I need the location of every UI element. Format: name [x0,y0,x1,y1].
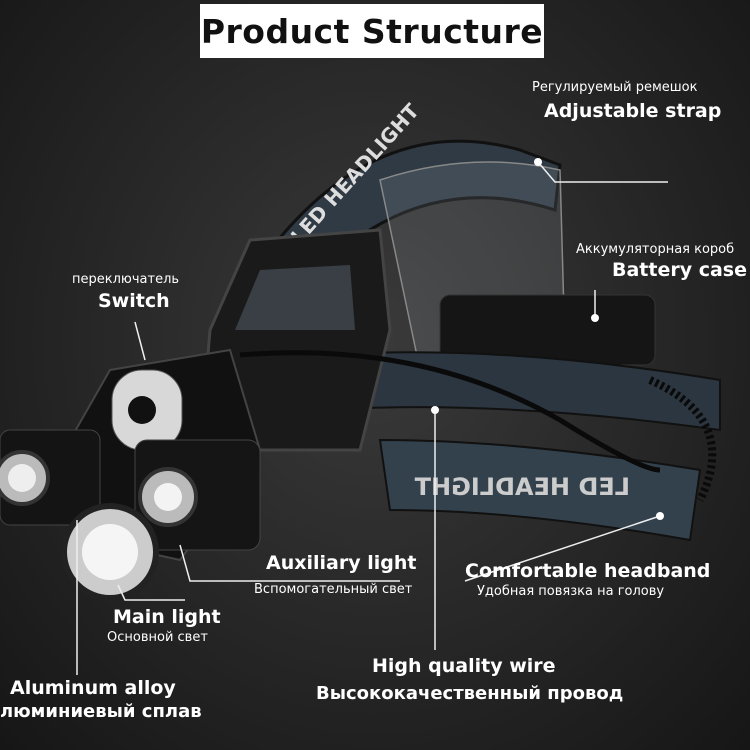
switch-label-ru: переключатель [72,272,180,287]
band-text-front: LED HEADLIGHT [414,473,630,501]
headband-label: Comfortable headband [465,560,711,582]
main-light-label: Main light [113,606,221,628]
wire-label: High quality wire [372,655,556,677]
main-light-label-ru: Основной свет [107,630,208,645]
headband-label-ru: Удобная повязка на голову [477,584,665,599]
strap-label: Adjustable strap [544,100,722,122]
battery-label-ru: Аккумуляторная короб [576,242,735,257]
battery-label: Battery case [612,259,748,281]
page-title: Product Structure [200,4,544,58]
switch-label: Switch [98,290,170,312]
auxiliary-label-ru: Вспомогательный свет [254,582,413,597]
alloy-label-ru: люминиевый сплав [0,701,202,722]
auxiliary-label: Auxiliary light [266,552,417,574]
alloy-label: Aluminum alloy [10,677,176,699]
wire-label-ru: Высококачественный провод [316,683,624,704]
strap-label-ru: Регулируемый ремешок [532,80,698,95]
